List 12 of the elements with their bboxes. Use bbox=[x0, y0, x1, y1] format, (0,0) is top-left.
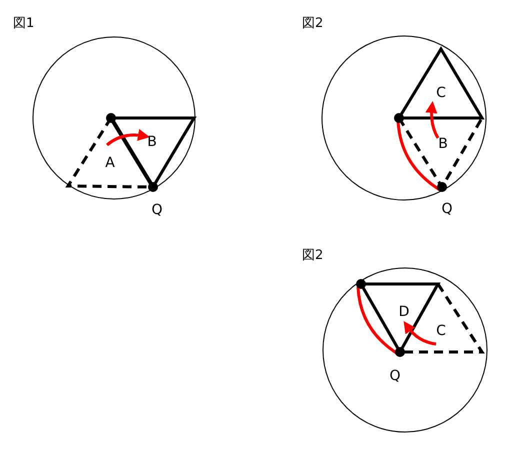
region-label: C bbox=[436, 85, 446, 101]
point-label: Q bbox=[389, 368, 401, 384]
region-label: B bbox=[438, 136, 448, 152]
point-label: Q bbox=[441, 201, 453, 217]
point-label: Q bbox=[151, 202, 163, 218]
figure-title: 図1 bbox=[13, 16, 34, 32]
region-label: C bbox=[436, 323, 446, 339]
region-label: B bbox=[147, 134, 157, 150]
figure-title: 図2 bbox=[302, 248, 324, 264]
region-label: D bbox=[398, 304, 410, 320]
figure-title: 図2 bbox=[302, 16, 324, 32]
region-label: A bbox=[105, 155, 115, 171]
